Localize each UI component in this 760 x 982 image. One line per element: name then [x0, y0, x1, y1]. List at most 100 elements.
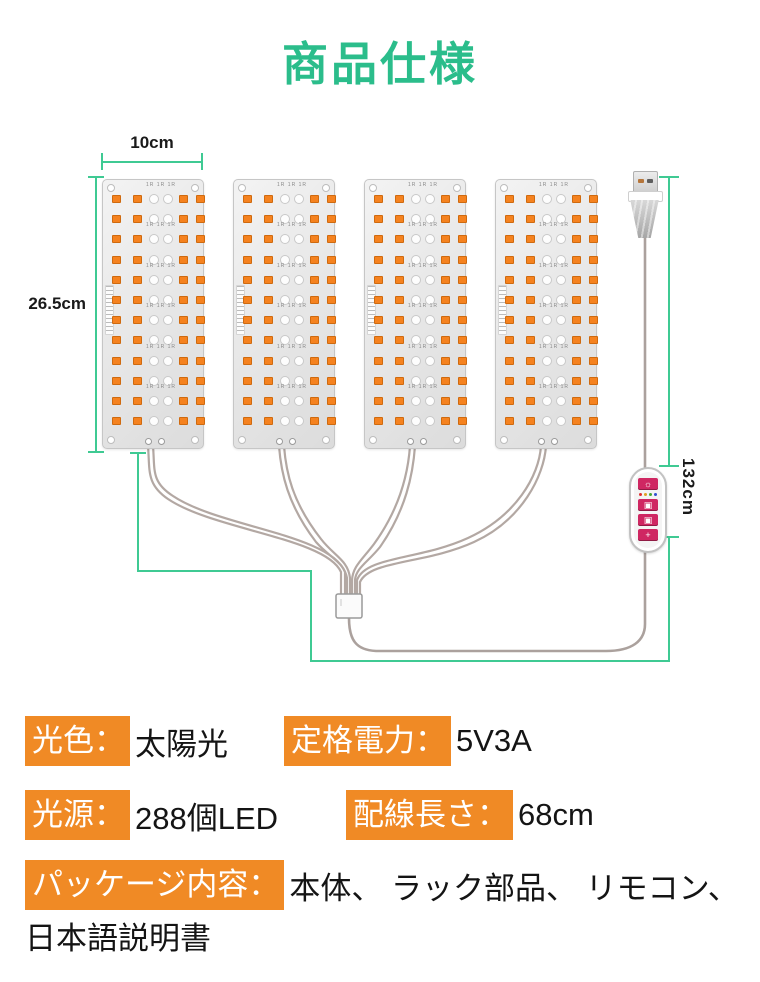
- orange-led: [179, 376, 188, 385]
- orange-led: [572, 235, 581, 244]
- white-led: [280, 254, 290, 265]
- orange-led: [441, 336, 450, 345]
- white-led: [425, 416, 435, 427]
- solder-pad: [538, 438, 545, 445]
- orange-led: [526, 396, 535, 405]
- solder-pad: [289, 438, 296, 445]
- white-led: [280, 375, 290, 386]
- orange-led: [395, 316, 404, 325]
- white-led: [280, 395, 290, 406]
- orange-led: [243, 195, 252, 203]
- white-led: [163, 315, 173, 326]
- orange-led: [327, 417, 336, 426]
- white-led: [294, 294, 304, 305]
- solder-markings: 1R 1R 1R: [408, 262, 438, 269]
- orange-led: [589, 295, 598, 304]
- white-led: [294, 214, 304, 225]
- orange-led: [310, 215, 319, 224]
- orange-led: [327, 336, 336, 345]
- orange-led: [589, 316, 598, 325]
- orange-led: [196, 275, 205, 284]
- white-led: [280, 294, 290, 305]
- orange-led: [374, 295, 383, 304]
- measure-lines: [88, 153, 679, 662]
- orange-led: [395, 195, 404, 203]
- solder-pad: [158, 438, 165, 445]
- solder-markings: 1R 1R 1R: [408, 303, 438, 310]
- orange-led: [112, 417, 121, 426]
- orange-led: [374, 215, 383, 224]
- orange-led: [526, 215, 535, 224]
- white-led: [556, 294, 566, 305]
- serial-sticker: [498, 285, 507, 335]
- solder-pad: [145, 438, 152, 445]
- orange-led: [572, 336, 581, 345]
- solder-markings: 1R 1R 1R: [146, 383, 176, 390]
- solder-pad: [276, 438, 283, 445]
- orange-led: [395, 336, 404, 345]
- white-led: [425, 315, 435, 326]
- orange-led: [133, 215, 142, 224]
- orange-led: [112, 336, 121, 345]
- orange-led: [310, 396, 319, 405]
- orange-led: [264, 215, 273, 224]
- orange-led: [505, 356, 514, 365]
- spec-wiring-length: 配線長さ： 68cm: [346, 790, 594, 840]
- orange-led: [458, 316, 467, 325]
- orange-led: [327, 376, 336, 385]
- orange-led: [589, 195, 598, 203]
- serial-sticker: [105, 285, 114, 335]
- orange-led: [526, 336, 535, 345]
- white-led: [163, 274, 173, 285]
- orange-led: [112, 235, 121, 244]
- white-led: [163, 416, 173, 427]
- orange-led: [310, 235, 319, 244]
- white-led: [542, 214, 552, 225]
- white-led: [163, 194, 173, 204]
- orange-led: [589, 215, 598, 224]
- orange-led: [196, 255, 205, 264]
- spec-light-color: 光色： 太陽光: [25, 716, 228, 766]
- orange-led: [374, 396, 383, 405]
- white-led: [542, 375, 552, 386]
- spec-package-contents-line2: 日本語説明書: [25, 921, 211, 956]
- orange-led: [526, 376, 535, 385]
- orange-led: [112, 255, 121, 264]
- solder-markings: 1R 1R 1R: [539, 303, 569, 310]
- white-led: [542, 194, 552, 204]
- solder-markings: 1R 1R 1R: [539, 383, 569, 390]
- screw-hole: [322, 436, 330, 444]
- white-led: [149, 335, 159, 346]
- white-led: [542, 254, 552, 265]
- orange-led: [196, 417, 205, 426]
- orange-led: [589, 417, 598, 426]
- white-led: [294, 274, 304, 285]
- orange-led: [264, 275, 273, 284]
- orange-led: [505, 336, 514, 345]
- orange-led: [458, 295, 467, 304]
- orange-led: [310, 336, 319, 345]
- white-led: [149, 214, 159, 225]
- white-led: [294, 194, 304, 204]
- white-led: [556, 355, 566, 366]
- white-led: [294, 395, 304, 406]
- orange-led: [441, 295, 450, 304]
- white-led: [280, 355, 290, 366]
- orange-led: [327, 316, 336, 325]
- white-led: [149, 274, 159, 285]
- orange-led: [243, 235, 252, 244]
- white-led: [280, 214, 290, 225]
- orange-led: [327, 195, 336, 203]
- spec-value: 本体、 ラック部品、 リモコン、: [289, 870, 739, 906]
- solder-markings: 1R 1R 1R: [539, 182, 569, 188]
- screw-hole: [500, 436, 508, 444]
- orange-led: [133, 316, 142, 325]
- orange-led: [133, 295, 142, 304]
- orange-led: [589, 255, 598, 264]
- orange-led: [179, 215, 188, 224]
- orange-led: [133, 417, 142, 426]
- orange-led: [589, 235, 598, 244]
- inline-controller: ☼ ▣ ▣ +: [629, 467, 667, 553]
- orange-led: [589, 396, 598, 405]
